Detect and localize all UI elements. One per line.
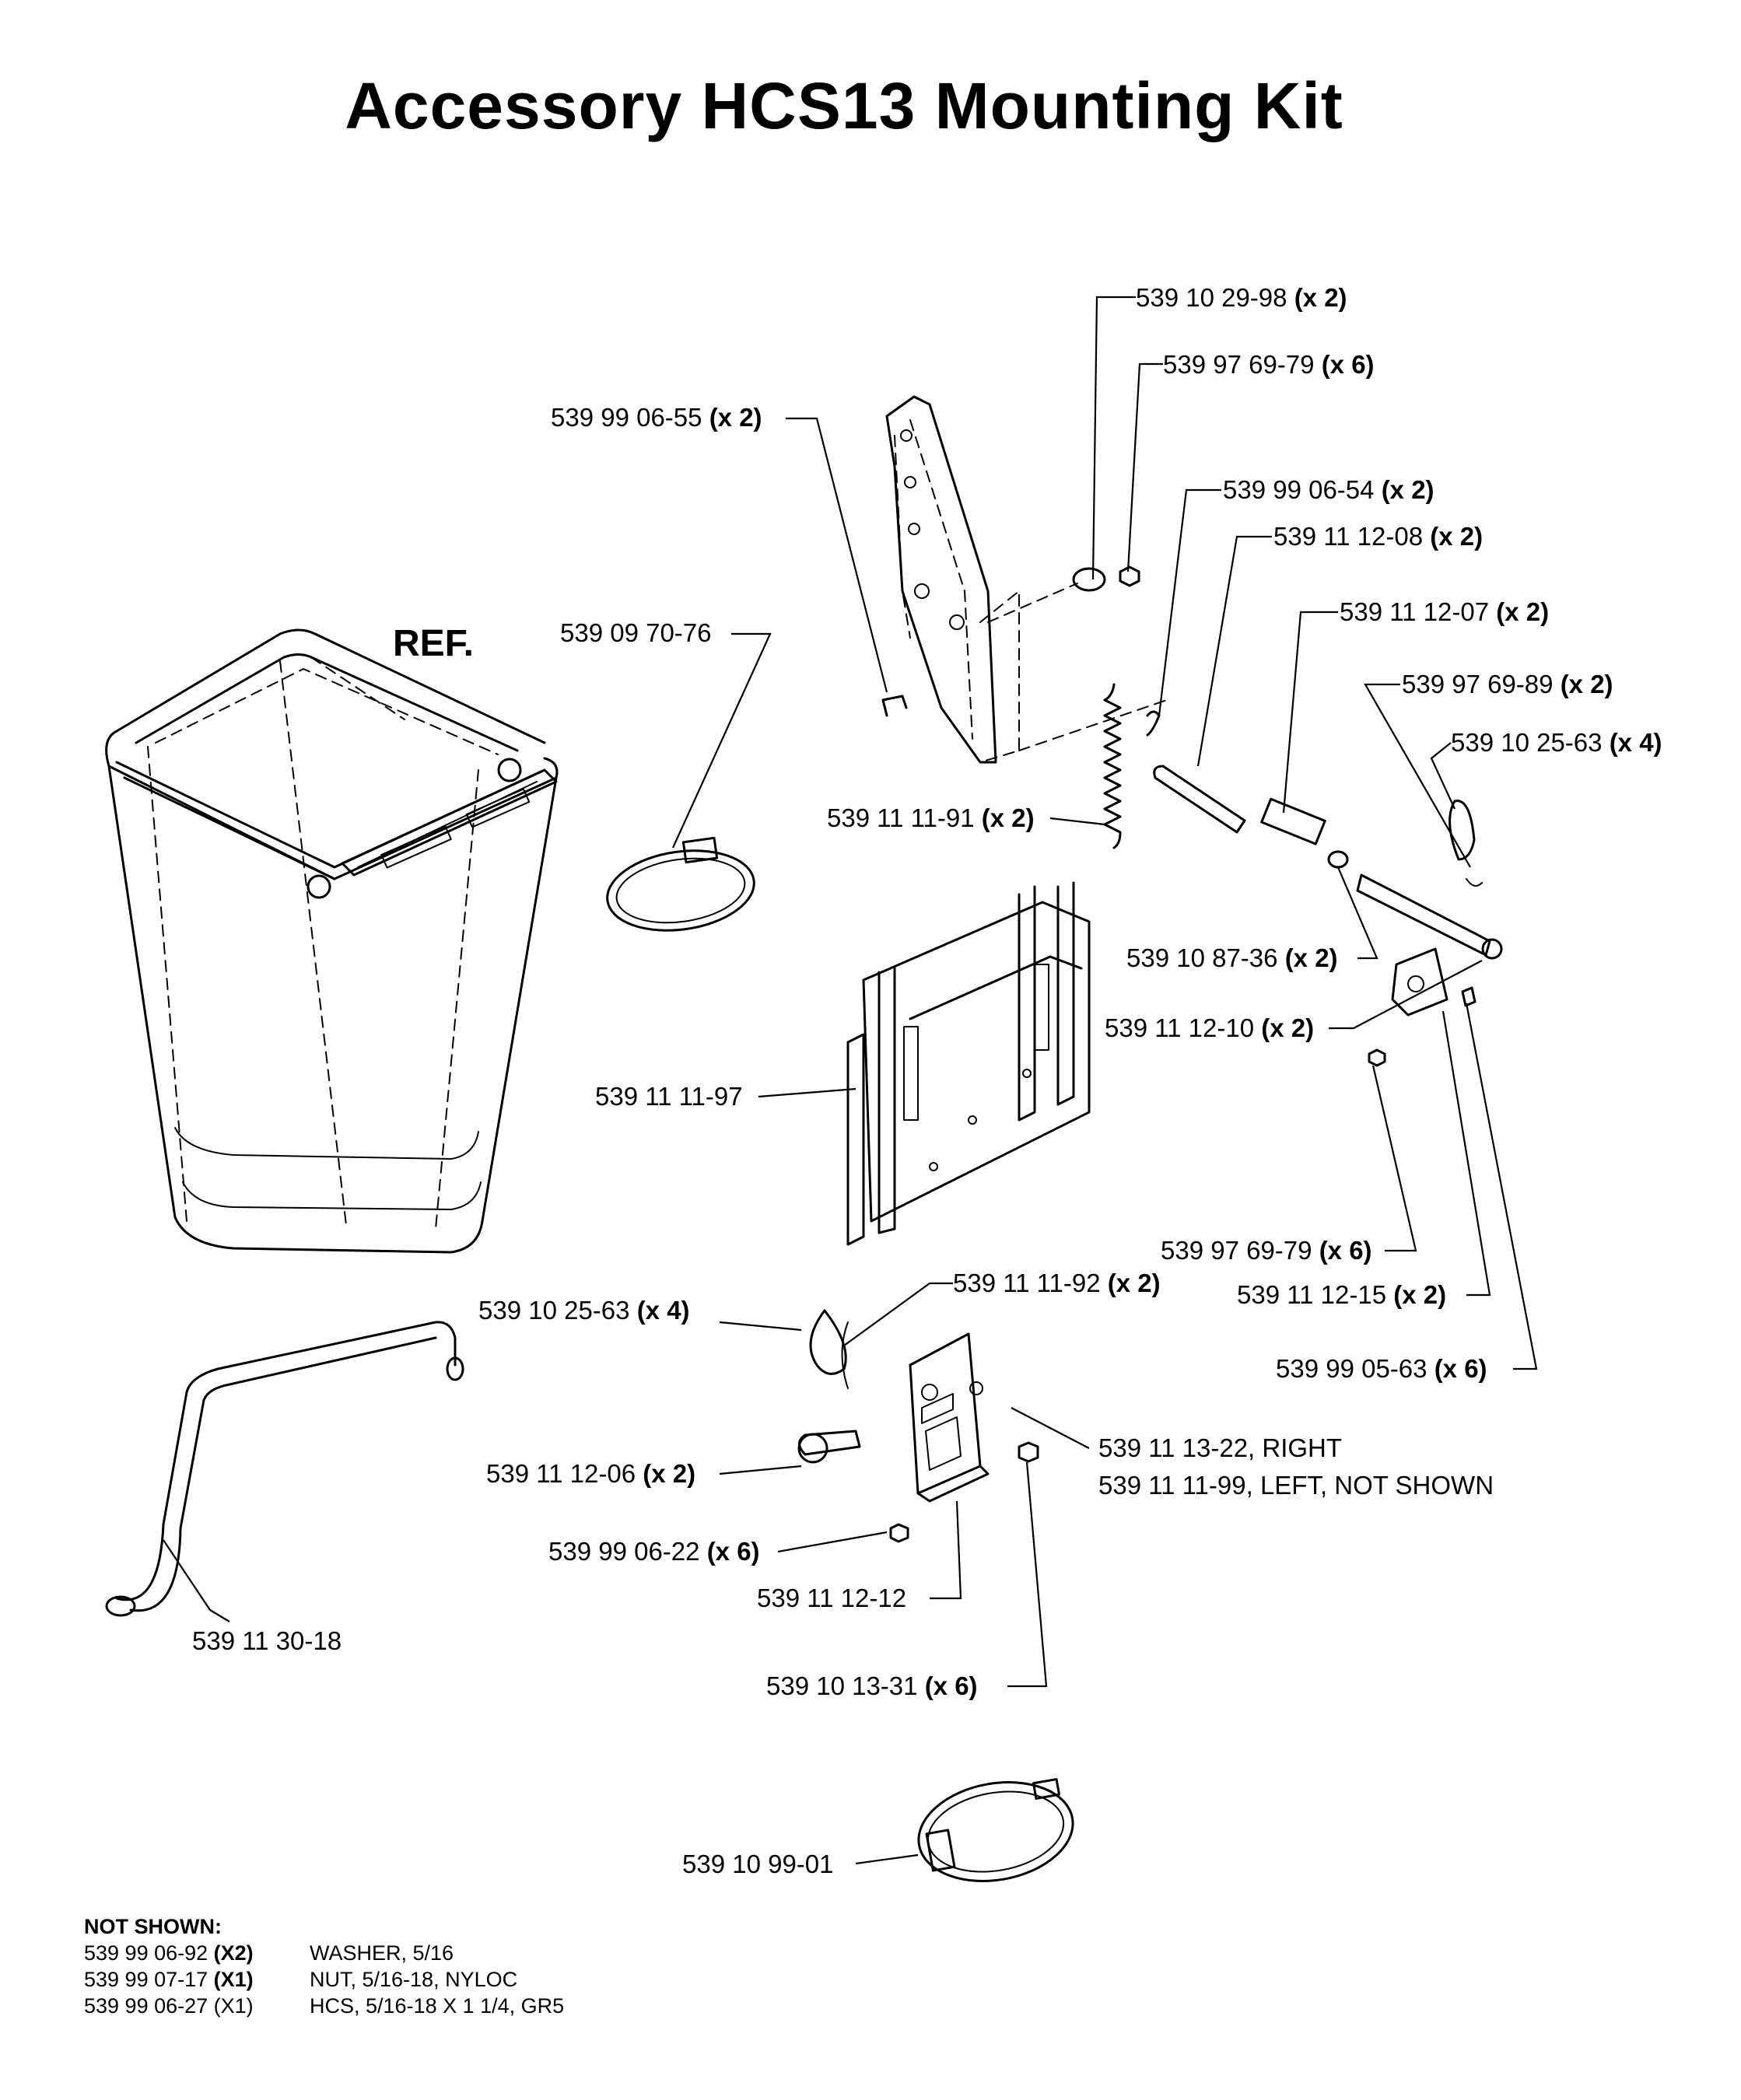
not-shown-heading: NOT SHOWN: xyxy=(84,1915,222,1938)
pins-and-rod-illustration xyxy=(1153,765,1503,1067)
mounting-bracket-illustration xyxy=(881,395,1168,764)
callout-539-11-12-06: 539 11 12-06 (x 2) xyxy=(486,1459,696,1488)
not-shown-item: 539 99 07-17 (X1)NUT, 5/16-18, NYLOC xyxy=(84,1968,518,1991)
spring-illustration xyxy=(1103,683,1161,849)
callout-539-97-69-79-lower: 539 97 69-79 (x 6) xyxy=(1161,1236,1372,1265)
callout-539-10-25-63-upper: 539 10 25-63 (x 4) xyxy=(1451,728,1662,757)
leader-lines xyxy=(163,296,1538,1865)
ref-label: REF. xyxy=(393,623,475,664)
callout-539-11-11-92: 539 11 11-92 (x 2) xyxy=(953,1269,1161,1297)
callout-539-11-11-91: 539 11 11-91 (x 2) xyxy=(827,803,1035,832)
slide-plate-illustration xyxy=(846,881,1091,1246)
callout-539-11-30-18: 539 11 30-18 xyxy=(192,1626,342,1655)
diagram-title: Accessory HCS13 Mounting Kit xyxy=(345,69,1343,142)
handle-bar-illustration xyxy=(105,1321,464,1617)
callout-539-11-12-15: 539 11 12-15 (x 2) xyxy=(1237,1280,1447,1309)
callout-539-11-12-10: 539 11 12-10 (x 2) xyxy=(1105,1013,1315,1042)
bagger-basket-illustration xyxy=(105,628,559,1254)
latch-bracket-illustration xyxy=(797,1309,1039,1543)
callout-539-10-99-01: 539 10 99-01 xyxy=(682,1850,834,1878)
callout-539-97-69-79-upper: 539 97 69-79 (x 6) xyxy=(1163,350,1375,379)
callout-539-10-25-63-lower: 539 10 25-63 (x 4) xyxy=(478,1296,690,1325)
callout-539-99-05-63: 539 99 05-63 (x 6) xyxy=(1276,1354,1487,1383)
callout-539-11-13-22-right: 539 11 13-22, RIGHT xyxy=(1098,1433,1343,1462)
callout-539-11-11-97: 539 11 11-97 xyxy=(595,1082,743,1111)
callout-539-10-13-31: 539 10 13-31 (x 6) xyxy=(766,1671,978,1700)
large-hose-clamp-illustration xyxy=(917,1778,1074,1882)
callout-539-99-06-22: 539 99 06-22 (x 6) xyxy=(548,1537,760,1566)
not-shown-item: 539 99 06-27 (X1)HCS, 5/16-18 X 1 1/4, G… xyxy=(84,1994,565,2018)
hose-clamp-illustration xyxy=(606,836,755,932)
callout-539-11-12-08: 539 11 12-08 (x 2) xyxy=(1273,522,1484,551)
callout-539-09-70-76: 539 09 70-76 xyxy=(560,618,712,647)
callout-539-10-87-36: 539 10 87-36 (x 2) xyxy=(1126,943,1338,972)
callout-539-97-69-89: 539 97 69-89 (x 2) xyxy=(1402,670,1613,698)
callout-539-11-12-12: 539 11 12-12 xyxy=(757,1584,907,1612)
callout-539-11-11-99-left: 539 11 11-99, LEFT, NOT SHOWN xyxy=(1098,1471,1494,1500)
callout-539-10-29-98: 539 10 29-98 (x 2) xyxy=(1136,283,1347,312)
callout-539-99-06-55: 539 99 06-55 (x 2) xyxy=(551,403,762,432)
not-shown-item: 539 99 06-92 (X2)WASHER, 5/16 xyxy=(84,1941,454,1965)
callout-539-99-06-54: 539 99 06-54 (x 2) xyxy=(1223,475,1434,504)
not-shown-parts-list: NOT SHOWN: 539 99 06-92 (X2)WASHER, 5/16… xyxy=(84,1913,564,2019)
callout-539-11-12-07: 539 11 12-07 (x 2) xyxy=(1340,597,1550,626)
